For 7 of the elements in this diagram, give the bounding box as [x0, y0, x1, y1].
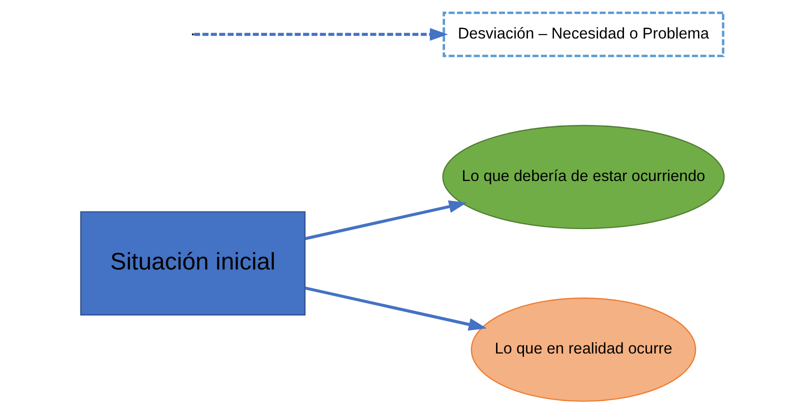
arrow: [305, 286, 487, 331]
arrow: [305, 200, 467, 240]
node-ellipse: Lo que debería de estar ocurriendo: [442, 124, 725, 230]
node-ellipse: Lo que en realidad ocurre: [470, 297, 696, 402]
arrow: [194, 28, 448, 41]
node-box: Desviación – Necesidad o Problema: [442, 12, 724, 58]
node-box: Situación inicial: [80, 211, 306, 316]
